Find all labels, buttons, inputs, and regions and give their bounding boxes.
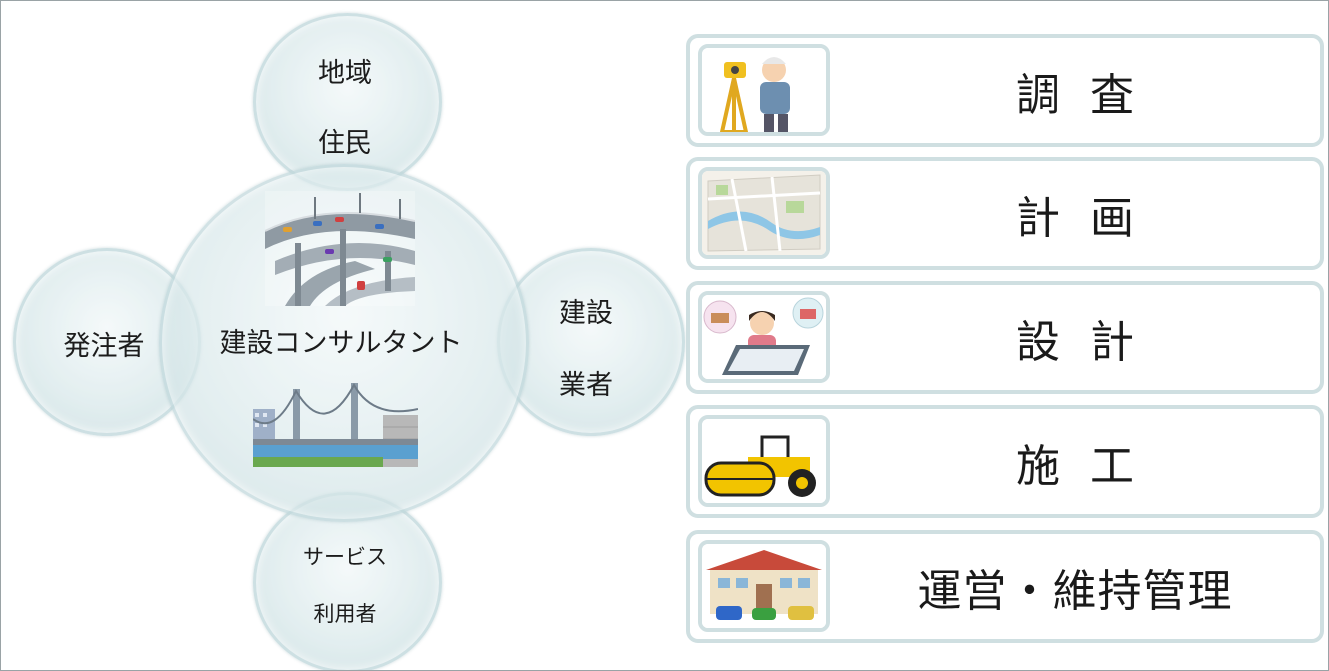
step-design: 設計 <box>686 281 1324 394</box>
top-label-line1: 地域 <box>318 58 372 89</box>
top-label-line2: 住民 <box>318 128 372 159</box>
right-label-line2: 業者 <box>559 370 613 401</box>
right-label-line1: 建設 <box>559 298 613 329</box>
step-label-planning: 計画 <box>1016 192 1164 244</box>
step-label-design: 設計 <box>1016 316 1164 368</box>
step-construction: 施工 <box>686 405 1324 518</box>
highway-interchange-icon <box>265 191 415 306</box>
road-roller-icon <box>698 415 830 507</box>
center-label: 建設コンサルタント <box>219 328 463 359</box>
stakeholder-circle-residents <box>253 13 442 191</box>
step-label-operation: 運営・維持管理 <box>917 565 1233 617</box>
bottom-label-line1: サービス <box>303 545 387 569</box>
step-planning: 計画 <box>686 157 1324 270</box>
surveyor-icon <box>698 44 830 136</box>
suspension-bridge-icon <box>253 382 418 467</box>
left-label: 発注者 <box>63 331 145 362</box>
step-operation: 運営・維持管理 <box>686 530 1324 643</box>
bottom-label-line2: 利用者 <box>313 602 377 626</box>
step-survey: 調査 <box>686 34 1324 147</box>
step-label-survey: 調査 <box>1016 69 1164 121</box>
building-icon <box>698 540 830 632</box>
designer-icon <box>698 291 830 383</box>
stakeholder-circle-users <box>253 492 442 670</box>
step-label-construction: 施工 <box>1016 440 1164 492</box>
city-map-icon <box>698 167 830 259</box>
